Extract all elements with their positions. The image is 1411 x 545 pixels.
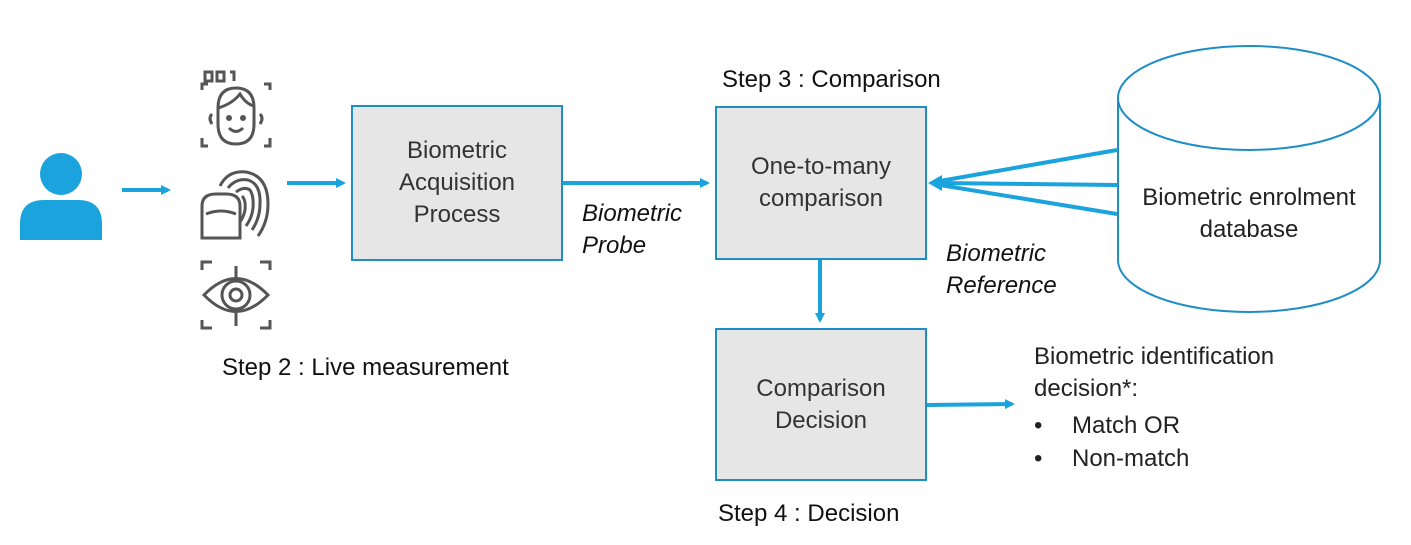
user-icon (20, 153, 102, 240)
comparison-line-2: comparison (758, 185, 884, 212)
acquisition-line-3: Process (413, 201, 501, 228)
outcome-line-1: Biometric identification (1034, 343, 1275, 370)
database-label: Biometric enrolment database (1118, 182, 1380, 246)
comparison-box: One-to-many comparison (715, 106, 927, 260)
outcome-option-match: • Match OR (1034, 409, 1274, 442)
database-line-2: database (1199, 216, 1299, 243)
comparison-line-1: One-to-many (750, 153, 892, 180)
arrow-decision-to-outcome (926, 399, 1015, 410)
decision-line-1: Comparison (756, 374, 886, 402)
fingerprint-icon (200, 170, 270, 240)
acquisition-process-box: Biometric Acquisition Process (351, 105, 563, 261)
face-scan-icon (200, 70, 272, 148)
database-line-1: Biometric enrolment (1142, 184, 1356, 211)
outcome-line-2: decision*: (1034, 375, 1139, 402)
database-cylinder (1117, 45, 1381, 313)
step3-label: Step 3 : Comparison (722, 66, 941, 93)
bullet: • (1034, 445, 1043, 472)
outcome-options: • Match OR • Non-match (1034, 409, 1274, 475)
bullet: • (1034, 412, 1043, 439)
probe-label: Biometric Probe (582, 198, 682, 262)
step4-label: Step 4 : Decision (718, 500, 900, 527)
decision-line-2: Decision (774, 406, 868, 434)
outcome-option-nonmatch: • Non-match (1034, 442, 1274, 475)
probe-line-2: Probe (582, 232, 647, 259)
outcome-option-text: Non-match (1072, 445, 1190, 472)
identification-decision: Biometric identification decision*: • Mat… (1034, 341, 1274, 475)
outcome-option-text: Match OR (1072, 412, 1181, 439)
step2-label: Step 2 : Live measurement (222, 354, 509, 381)
probe-line-1: Biometric (582, 200, 683, 227)
iris-scan-icon (200, 260, 272, 330)
acquisition-line-2: Acquisition (398, 169, 516, 196)
reference-line-2: Reference (946, 272, 1057, 299)
decision-box: Comparison Decision (715, 328, 927, 481)
reference-arrows (928, 148, 1118, 216)
acquisition-line-1: Biometric (406, 137, 508, 164)
reference-label: Biometric Reference (946, 238, 1057, 302)
reference-line-1: Biometric (946, 240, 1047, 267)
